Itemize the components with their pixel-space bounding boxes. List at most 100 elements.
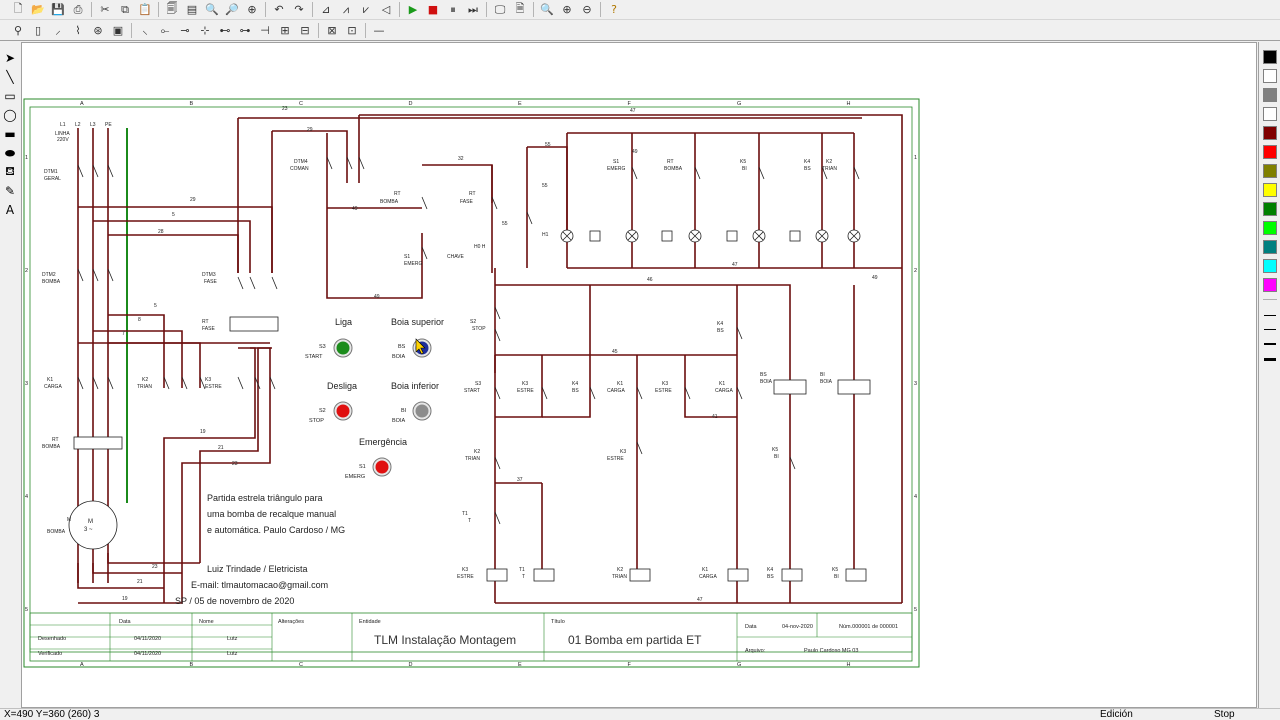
contactor-k2[interactable]: [163, 376, 170, 390]
print-preview-icon[interactable]: 🗐: [166, 2, 178, 15]
contact[interactable]: [853, 166, 860, 180]
copy-icon[interactable]: ⧉: [121, 2, 129, 16]
contact[interactable]: [494, 328, 501, 342]
zoom-out-icon[interactable]: ⊖: [582, 3, 592, 16]
contact[interactable]: [421, 196, 428, 210]
open-folder-icon[interactable]: 📂: [31, 3, 45, 16]
breaker-dtm2[interactable]: [92, 268, 99, 282]
color-swatch[interactable]: [1262, 69, 1277, 83]
contact[interactable]: [494, 456, 501, 470]
paste-icon[interactable]: 📋: [138, 3, 152, 16]
contact-no-icon[interactable]: ⸜: [142, 24, 148, 37]
contact[interactable]: [736, 386, 743, 400]
pointer-tool-icon[interactable]: ➤: [4, 51, 16, 65]
breaker-dtm1[interactable]: [107, 164, 114, 178]
color-swatch[interactable]: [1262, 164, 1277, 178]
thermal-relay-rt-fase[interactable]: [229, 316, 279, 332]
switch-symbol-icon[interactable]: ⸝: [55, 24, 61, 37]
contact[interactable]: [494, 386, 501, 400]
color-swatch[interactable]: [1262, 221, 1277, 235]
filled-ellipse-tool-icon[interactable]: ⬬: [4, 145, 16, 160]
contact[interactable]: [821, 166, 828, 180]
junction-icon[interactable]: ⊹: [200, 24, 210, 37]
lamp-resistor[interactable]: [726, 230, 738, 242]
contactor-k1[interactable]: [77, 376, 84, 390]
cross-icon[interactable]: ⊣: [260, 24, 270, 37]
contact[interactable]: [541, 386, 548, 400]
save-icon[interactable]: 💾: [51, 3, 65, 16]
breaker-dtm1[interactable]: [92, 164, 99, 178]
line-tool-icon[interactable]: —: [373, 24, 385, 37]
motor-symbol-icon[interactable]: ⊛: [93, 24, 103, 37]
contactor-k2[interactable]: [199, 376, 206, 390]
fill-tool-icon[interactable]: ⛾: [5, 164, 15, 178]
gauge-icon[interactable]: ⊞: [280, 24, 290, 37]
group-icon[interactable]: ⊡: [347, 24, 357, 37]
contact[interactable]: [346, 156, 353, 170]
breaker-dtm2[interactable]: [107, 268, 114, 282]
breaker-dtm2[interactable]: [77, 268, 84, 282]
color-swatch[interactable]: [1262, 202, 1277, 216]
ellipse-tool-icon[interactable]: ◯: [3, 108, 17, 122]
contactor-k1[interactable]: [92, 376, 99, 390]
color-swatch[interactable]: [1262, 126, 1277, 140]
contact[interactable]: [636, 441, 643, 455]
coil-k4[interactable]: [781, 568, 803, 582]
rotate-icon[interactable]: ◁: [381, 3, 391, 16]
float-switch-bs[interactable]: [773, 379, 807, 395]
breaker-dtm1[interactable]: [77, 164, 84, 178]
fuse-symbol-icon[interactable]: ▯: [34, 24, 42, 37]
find-next-icon[interactable]: 🔎: [225, 3, 239, 16]
contactor-k3[interactable]: [237, 376, 244, 390]
new-file-icon[interactable]: 🗋: [13, 2, 23, 15]
contact[interactable]: [684, 386, 691, 400]
color-swatch[interactable]: [1262, 240, 1277, 254]
line-draw-tool-icon[interactable]: ╲: [6, 70, 14, 84]
contact[interactable]: [421, 246, 428, 260]
contact[interactable]: [494, 306, 501, 320]
thermal-symbol-icon[interactable]: ⌇: [75, 24, 81, 37]
block-icon[interactable]: ⊟: [300, 24, 310, 37]
line-width-option[interactable]: [1263, 358, 1276, 361]
module-icon[interactable]: ⊠: [327, 24, 337, 37]
page-icon[interactable]: 🗎: [515, 2, 525, 15]
pause-icon[interactable]: ⏸: [450, 2, 456, 16]
coil-k3[interactable]: [486, 568, 508, 582]
page-setup-icon[interactable]: ▤: [186, 3, 198, 16]
text-tool-icon[interactable]: A: [5, 203, 15, 217]
timer-icon[interactable]: ⊸: [180, 24, 190, 37]
color-swatch[interactable]: [1262, 107, 1277, 121]
contact[interactable]: [494, 511, 501, 525]
contactor-k3[interactable]: [269, 376, 276, 390]
zoom-page-icon[interactable]: ⊕: [247, 3, 257, 16]
undo-icon[interactable]: ↶: [274, 3, 284, 16]
contact[interactable]: [636, 386, 643, 400]
relay-icon[interactable]: ⊶: [239, 24, 251, 37]
float-switch-bi[interactable]: [837, 379, 871, 395]
contact[interactable]: [526, 211, 533, 225]
stop-icon[interactable]: ■: [427, 3, 439, 16]
contact[interactable]: [589, 386, 596, 400]
color-swatch[interactable]: [1262, 88, 1277, 102]
line-width-option[interactable]: [1263, 329, 1276, 330]
contactor-k3[interactable]: [254, 376, 261, 390]
contact[interactable]: [358, 156, 365, 170]
help-icon[interactable]: ?: [611, 3, 617, 16]
align-center-icon[interactable]: ⩘: [342, 2, 350, 16]
line-width-option[interactable]: [1263, 315, 1276, 316]
contact[interactable]: [631, 166, 638, 180]
lamp-resistor[interactable]: [661, 230, 673, 242]
align-left-icon[interactable]: ⊿: [321, 3, 331, 16]
terminal-icon[interactable]: ⊷: [219, 24, 231, 37]
step-icon[interactable]: ⏭: [468, 2, 478, 16]
contact[interactable]: [491, 196, 498, 210]
cut-icon[interactable]: ✂: [100, 3, 110, 16]
motor-m[interactable]: [68, 500, 118, 550]
eyedropper-tool-icon[interactable]: ✎: [4, 184, 16, 198]
contact[interactable]: [326, 156, 333, 170]
contact-nc-icon[interactable]: ⟜: [160, 23, 170, 37]
breaker-dtm3[interactable]: [249, 276, 256, 290]
redo-icon[interactable]: ↷: [294, 3, 304, 16]
print-icon[interactable]: ⎙: [73, 2, 83, 16]
color-swatch[interactable]: [1262, 259, 1277, 273]
